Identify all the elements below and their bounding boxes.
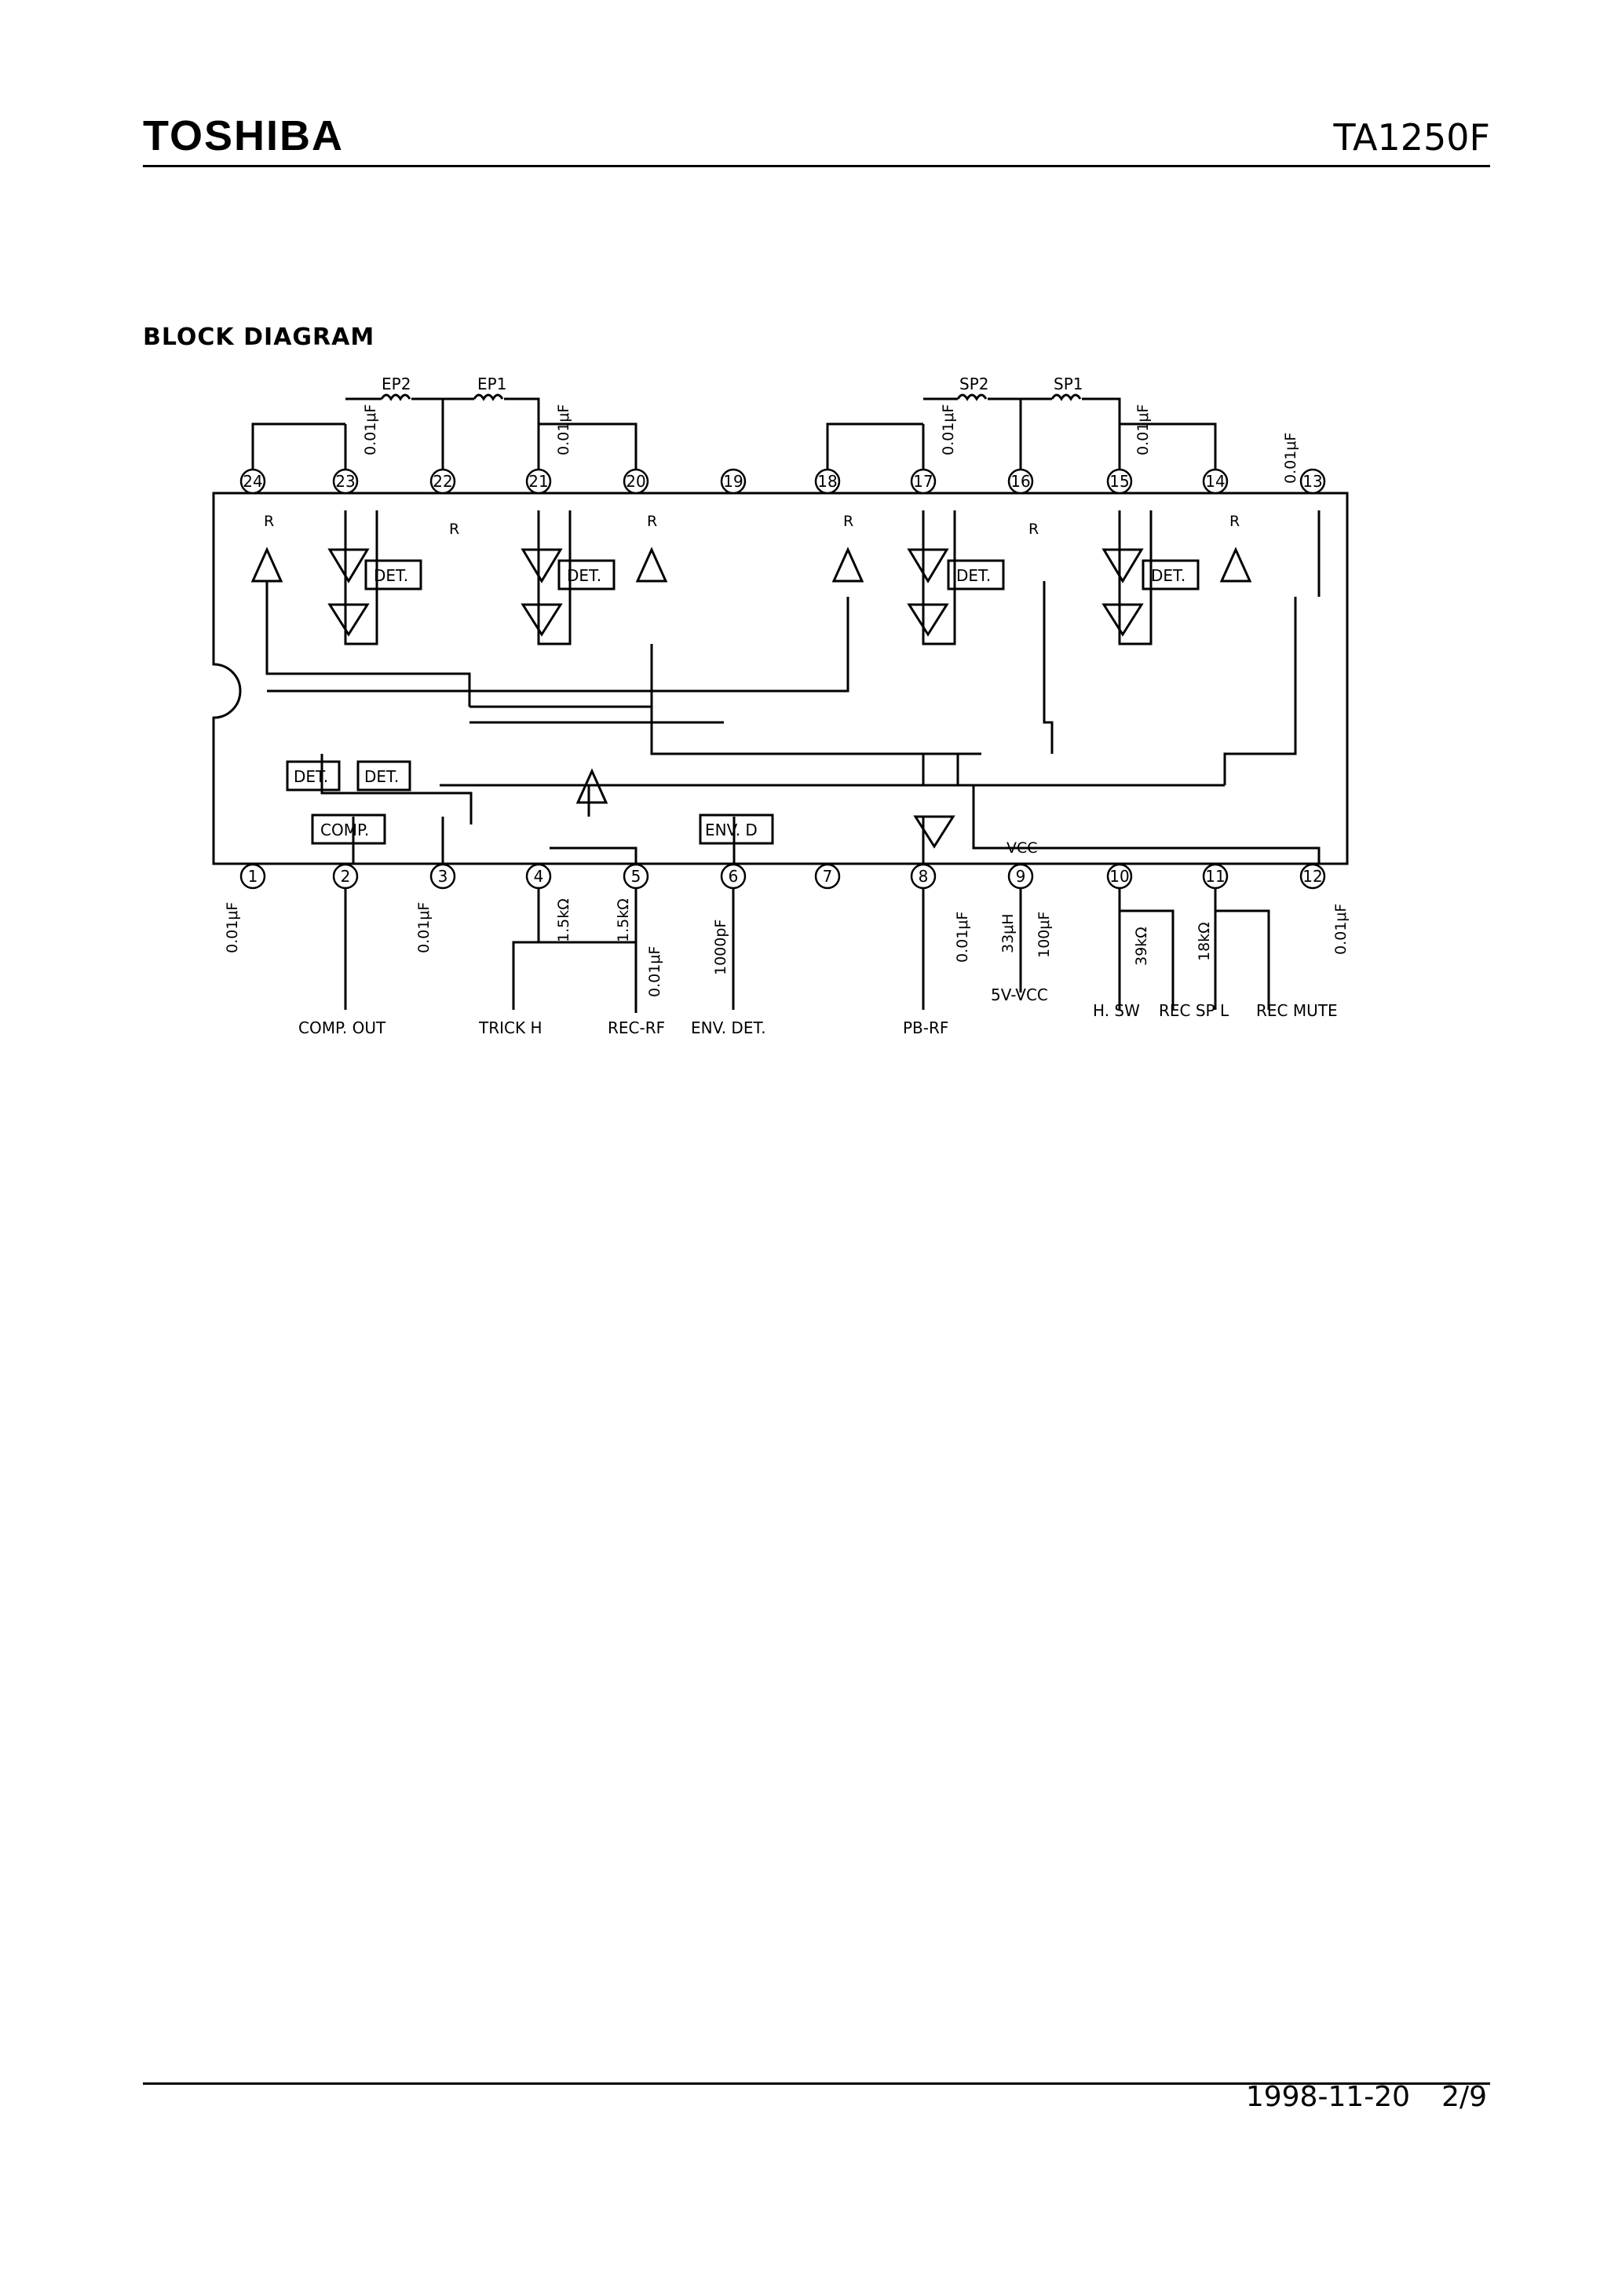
brand-logo: TOSHIBA <box>143 112 345 159</box>
ext-label-pb-rf: PB-RF <box>903 1018 948 1037</box>
res-value-4: 1.5kΩ <box>555 898 572 942</box>
cap-value-13: 0.01μF <box>1282 433 1299 484</box>
pin-12: 12 <box>1302 867 1322 886</box>
det-block-2: DET. <box>567 566 601 585</box>
cap-value-vcc: 100μF <box>1036 912 1053 958</box>
cap-value-9: 0.01μF <box>954 912 971 963</box>
det-block-4: DET. <box>1151 566 1185 585</box>
footer-page: 2/9 <box>1441 2081 1487 2113</box>
pin-11: 11 <box>1205 867 1225 886</box>
part-number: TA1250F <box>1333 116 1490 159</box>
switch-r-22: R <box>449 521 459 538</box>
ext-label-5v-vcc: 5V-VCC <box>991 985 1048 1004</box>
footer: 1998-11-20 2/9 <box>1215 2081 1487 2113</box>
pin-7: 7 <box>823 867 833 886</box>
pin-15: 15 <box>1109 472 1129 491</box>
cap-value-21: 0.01μF <box>555 404 572 455</box>
pin-18: 18 <box>817 472 837 491</box>
switch-r-24: R <box>264 513 274 530</box>
ext-label-rec-mute: REC MUTE <box>1256 1001 1338 1020</box>
section-title: BLOCK DIAGRAM <box>143 324 375 351</box>
cap-value-3: 0.01μF <box>415 902 433 953</box>
det-block-3: DET. <box>956 566 991 585</box>
ext-label-rec-sp-l: REC SP L <box>1159 1001 1229 1020</box>
ext-label-env-det: ENV. DET. <box>691 1018 766 1037</box>
pin-16: 16 <box>1010 472 1030 491</box>
pin-13: 13 <box>1302 472 1322 491</box>
det-block-6: DET. <box>364 767 399 786</box>
head-sp1: SP1 <box>1054 375 1083 393</box>
det-block-1: DET. <box>374 566 408 585</box>
cap-value-5: 0.01μF <box>646 946 663 997</box>
comp-block: COMP. <box>320 821 369 839</box>
pin-3: 3 <box>438 867 448 886</box>
head-sp2: SP2 <box>959 375 988 393</box>
header-rule <box>143 165 1490 167</box>
res-value-10: 39kΩ <box>1133 927 1150 966</box>
pin-24: 24 <box>243 472 262 491</box>
footer-date: 1998-11-20 <box>1245 2081 1411 2113</box>
pin-8: 8 <box>919 867 929 886</box>
pin-19: 19 <box>723 472 743 491</box>
pin-14: 14 <box>1205 472 1225 491</box>
vcc-label: VCC <box>1006 839 1038 857</box>
switch-r-14: R <box>1229 513 1240 530</box>
cap-value-17: 0.01μF <box>940 404 957 455</box>
pin-4: 4 <box>534 867 544 886</box>
ext-label-trick-h: TRICK H <box>478 1018 542 1037</box>
res-value-5: 1.5kΩ <box>615 898 632 942</box>
cap-value-23: 0.01μF <box>362 404 379 455</box>
pin-22: 22 <box>433 472 452 491</box>
env-d-block: ENV. D <box>705 821 758 839</box>
cap-value-1: 0.01μF <box>224 902 241 953</box>
switch-r-20: R <box>647 513 657 530</box>
head-ep2: EP2 <box>382 375 411 393</box>
ext-label-comp-out: COMP. OUT <box>298 1018 386 1037</box>
pin-17: 17 <box>913 472 933 491</box>
head-ep1: EP1 <box>477 375 506 393</box>
cap-value-12: 0.01μF <box>1332 904 1350 955</box>
ext-label-h-sw: H. SW <box>1093 1001 1140 1020</box>
pin-23: 23 <box>335 472 355 491</box>
footer-rule <box>143 2082 1490 2085</box>
ic-package-outline <box>212 492 1349 865</box>
pin-21: 21 <box>528 472 548 491</box>
cap-value-15: 0.01μF <box>1134 404 1152 455</box>
res-value-11: 18kΩ <box>1196 922 1213 961</box>
pin-5: 5 <box>631 867 641 886</box>
pin-2: 2 <box>341 867 351 886</box>
ind-value-9: 33μH <box>999 913 1017 953</box>
pin-10: 10 <box>1109 867 1129 886</box>
pin-20: 20 <box>626 472 645 491</box>
det-block-5: DET. <box>294 767 328 786</box>
pin-1: 1 <box>248 867 258 886</box>
cap-value-6: 1000pF <box>712 919 729 975</box>
switch-r-18: R <box>843 513 853 530</box>
switch-r-16: R <box>1028 521 1039 538</box>
pin-6: 6 <box>729 867 739 886</box>
pin-9: 9 <box>1016 867 1026 886</box>
ext-label-rec-rf: REC-RF <box>608 1018 665 1037</box>
